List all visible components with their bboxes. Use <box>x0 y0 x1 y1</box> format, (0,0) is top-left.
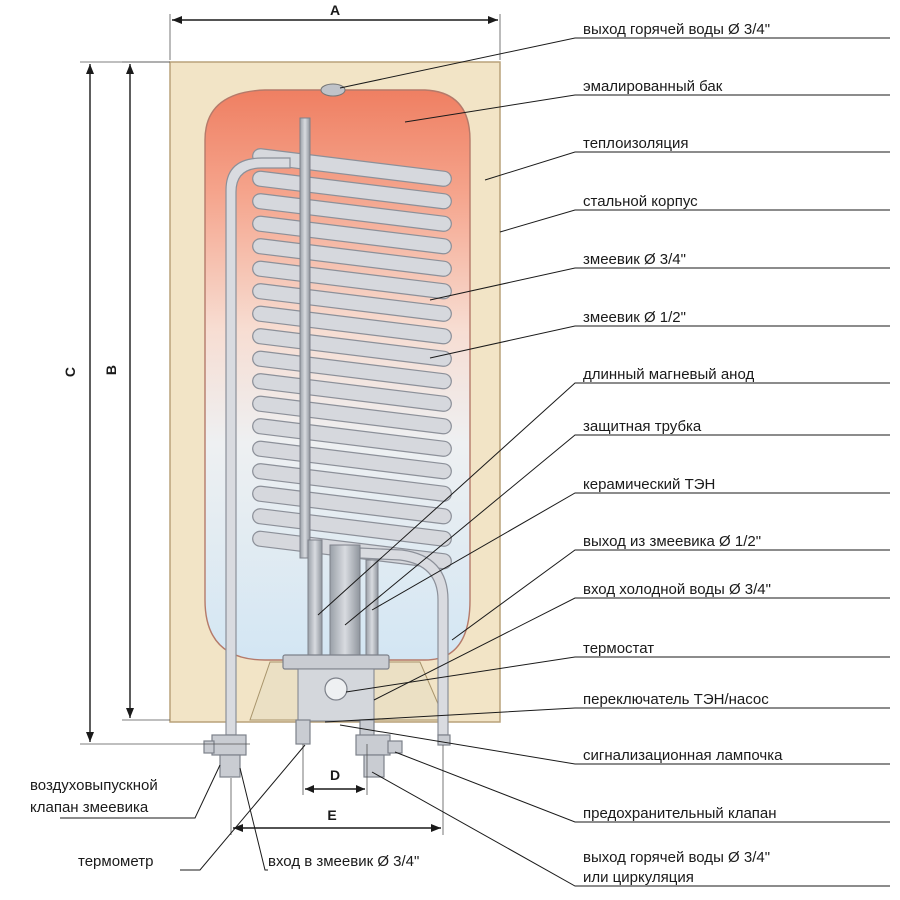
right-labels: выход горячей воды Ø 3/4" эмалированный … <box>583 21 783 886</box>
protective-tube <box>329 544 361 661</box>
label-heater-pump-switch: переключатель ТЭН/насос <box>583 691 769 708</box>
magnesium-anode <box>299 117 311 559</box>
dimension-a-label: A <box>330 2 340 18</box>
label-steel-casing: стальной корпус <box>583 193 698 210</box>
dimension-d-label: D <box>330 767 340 783</box>
coil-right-pipe <box>359 547 449 736</box>
label-thermometer: термометр <box>78 853 153 870</box>
coil-outlet-stub <box>437 734 451 746</box>
label-thermostat: термостат <box>583 640 654 657</box>
label-air-valve-line2: клапан змеевика <box>30 799 149 816</box>
label-insulation: теплоизоляция <box>583 135 689 152</box>
cold-inlet-pipe <box>295 719 311 745</box>
label-air-valve-line1: воздуховыпускной <box>30 777 158 794</box>
thermostat-knob <box>324 677 348 701</box>
label-indicator-lamp: сигнализационная лампочка <box>583 747 783 764</box>
dimension-e <box>230 745 444 835</box>
hot-water-outlet-nozzle <box>320 83 346 97</box>
dimension-d <box>302 744 368 795</box>
dimension-b <box>122 61 170 721</box>
dimension-a <box>169 14 501 60</box>
label-circulation: или циркуляция <box>583 869 694 886</box>
label-coil-outlet: выход из змеевика Ø 1/2" <box>583 533 761 550</box>
label-enamelled-tank: эмалированный бак <box>583 78 723 95</box>
dimension-c-label: C <box>62 367 78 377</box>
label-protective-tube: защитная трубка <box>583 418 702 435</box>
label-coil-12: змеевик Ø 1/2" <box>583 309 686 326</box>
dimension-e-label: E <box>327 807 336 823</box>
heater-flange <box>282 654 390 670</box>
ceramic-heater-left <box>307 539 323 661</box>
air-valve-fitting <box>203 734 247 778</box>
safety-valve-fitting <box>355 734 403 778</box>
dimension-b-label: B <box>103 365 119 375</box>
coil-left-pipe <box>225 157 291 736</box>
label-coil-34: змеевик Ø 3/4" <box>583 251 686 268</box>
label-hot-water-outlet-bottom: выход горячей воды Ø 3/4" <box>583 849 770 866</box>
label-safety-valve: предохранительный клапан <box>583 805 777 822</box>
label-hot-water-outlet: выход горячей воды Ø 3/4" <box>583 21 770 38</box>
label-coil-inlet: вход в змеевик Ø 3/4" <box>268 853 419 870</box>
leader-lines <box>60 37 890 887</box>
label-ceramic-heater: керамический ТЭН <box>583 476 715 493</box>
label-magnesium-anode: длинный магневый анод <box>583 366 754 383</box>
label-cold-water-inlet: вход холодной воды Ø 3/4" <box>583 581 771 598</box>
